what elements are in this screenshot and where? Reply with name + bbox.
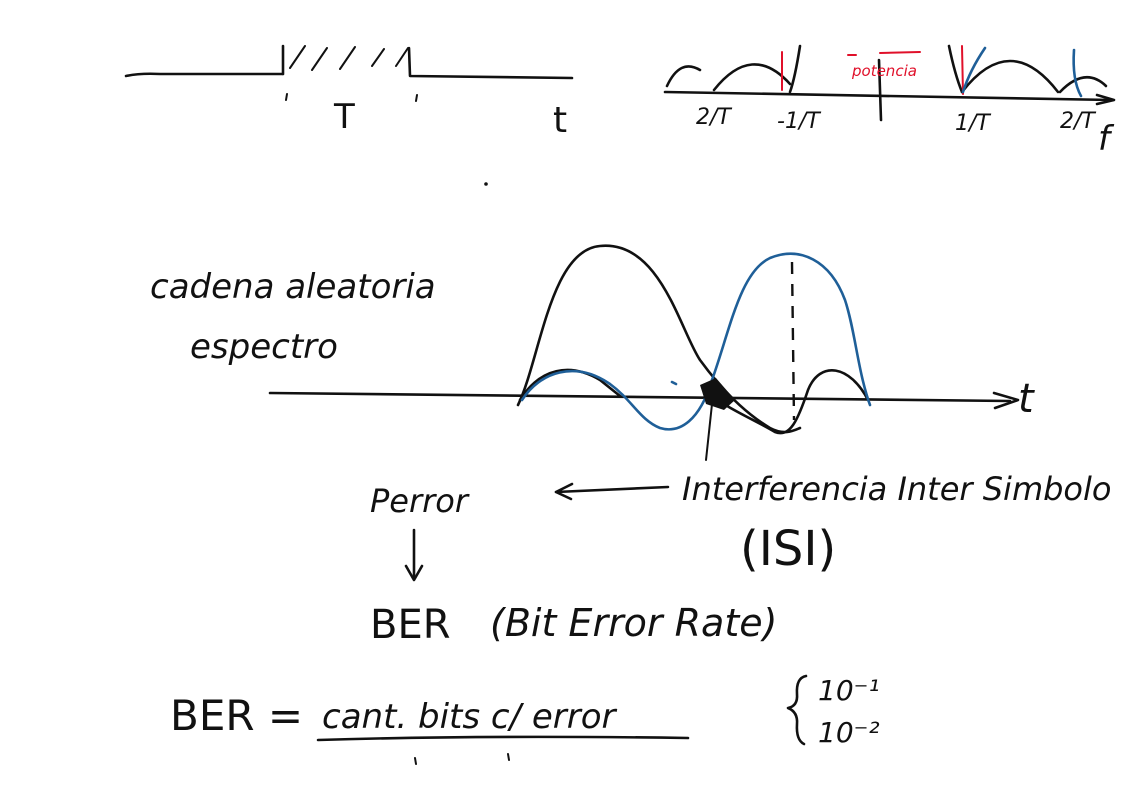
pulse-hatch — [289, 45, 409, 71]
label-T: T — [333, 97, 355, 137]
isi-pointer-line — [705, 403, 713, 461]
denominator-marks — [414, 753, 510, 765]
random-sequence-note: cadena aleatoria espectro — [150, 267, 436, 367]
label-t-axis: t — [1018, 376, 1035, 422]
label-f: f — [1098, 119, 1115, 159]
spectrum-center-line — [877, 58, 883, 122]
black-pulse-2 — [704, 369, 870, 435]
pulse-sketch: T t — [124, 44, 574, 141]
blue-tick — [670, 380, 678, 386]
spectrum-main-lobe-left — [788, 44, 802, 94]
pulse-baseline-left — [124, 72, 284, 78]
text-ber: BER — [370, 602, 451, 648]
text-range-value-2: 10⁻² — [818, 716, 880, 749]
frequency-axis-arrow — [1095, 93, 1116, 106]
range-brace — [786, 674, 808, 746]
black-side-lobe — [518, 368, 622, 402]
tick-label-minus-1-over-T: -1/T — [777, 109, 821, 134]
time-axis — [268, 391, 1012, 403]
spectrum-lobe-right — [960, 59, 1060, 94]
text-cadena-aleatoria: cadena aleatoria — [150, 267, 436, 307]
pulse-center-dashed-line — [790, 261, 796, 421]
blue-pulse-2 — [710, 252, 872, 407]
pulses-sketch: t — [268, 244, 1035, 461]
text-ber-lhs: BER = — [170, 691, 303, 740]
spectrum-lobe-far-right — [1058, 76, 1108, 94]
error-note: Perror BER (Bit Error Rate) — [370, 482, 777, 648]
ber-formula: BER = cant. bits c/ error 10⁻¹ 10⁻² — [170, 674, 880, 765]
isi-overlap-region — [700, 378, 735, 410]
label-t: t — [553, 100, 567, 141]
spectrum-main-lobe-right — [947, 44, 964, 94]
isi-arrow-head — [554, 482, 574, 501]
pulse-width-marks — [285, 93, 418, 102]
spectrum-red-strokes — [847, 51, 921, 56]
spectrum-lobe-left — [712, 63, 792, 92]
fraction-bar — [316, 735, 690, 742]
spectrum-lobe-far-left — [665, 65, 702, 88]
annotation-potencia: potencia — [851, 62, 917, 80]
black-pulse-1 — [516, 244, 802, 434]
blue-pulse-1 — [520, 369, 714, 431]
text-interferencia-inter-simbolo: Interferencia Inter Simbolo — [682, 470, 1111, 508]
frequency-axis — [663, 90, 1114, 102]
tick-label-minus-2-over-T: 2/T — [696, 105, 732, 130]
text-numerator: cant. bits c/ error — [322, 697, 618, 737]
time-axis-arrow — [992, 391, 1020, 410]
tick-label-2-over-T: 2/T — [1060, 109, 1096, 134]
spectrum-red-markers — [781, 45, 964, 95]
pulse-right-edge — [407, 46, 574, 80]
ink-dot — [484, 182, 488, 186]
spectrum-blue-curve-left — [961, 46, 987, 94]
text-espectro: espectro — [190, 327, 338, 367]
isi-arrow-shaft — [554, 485, 670, 494]
text-bit-error-rate: (Bit Error Rate) — [490, 601, 777, 645]
isi-note: Interferencia Inter Simbolo (ISI) — [554, 470, 1111, 577]
tick-label-1-over-T: 1/T — [955, 111, 991, 136]
text-isi-acronym: (ISI) — [740, 521, 836, 577]
spectrum-blue-curve-right — [1072, 48, 1083, 98]
text-perror: Perror — [370, 482, 470, 520]
spectrum-sketch: potencia 2/T -1/T 1/T 2/T f — [663, 44, 1116, 159]
perror-arrow-head — [404, 564, 424, 582]
text-range-value-1: 10⁻¹ — [818, 674, 880, 707]
